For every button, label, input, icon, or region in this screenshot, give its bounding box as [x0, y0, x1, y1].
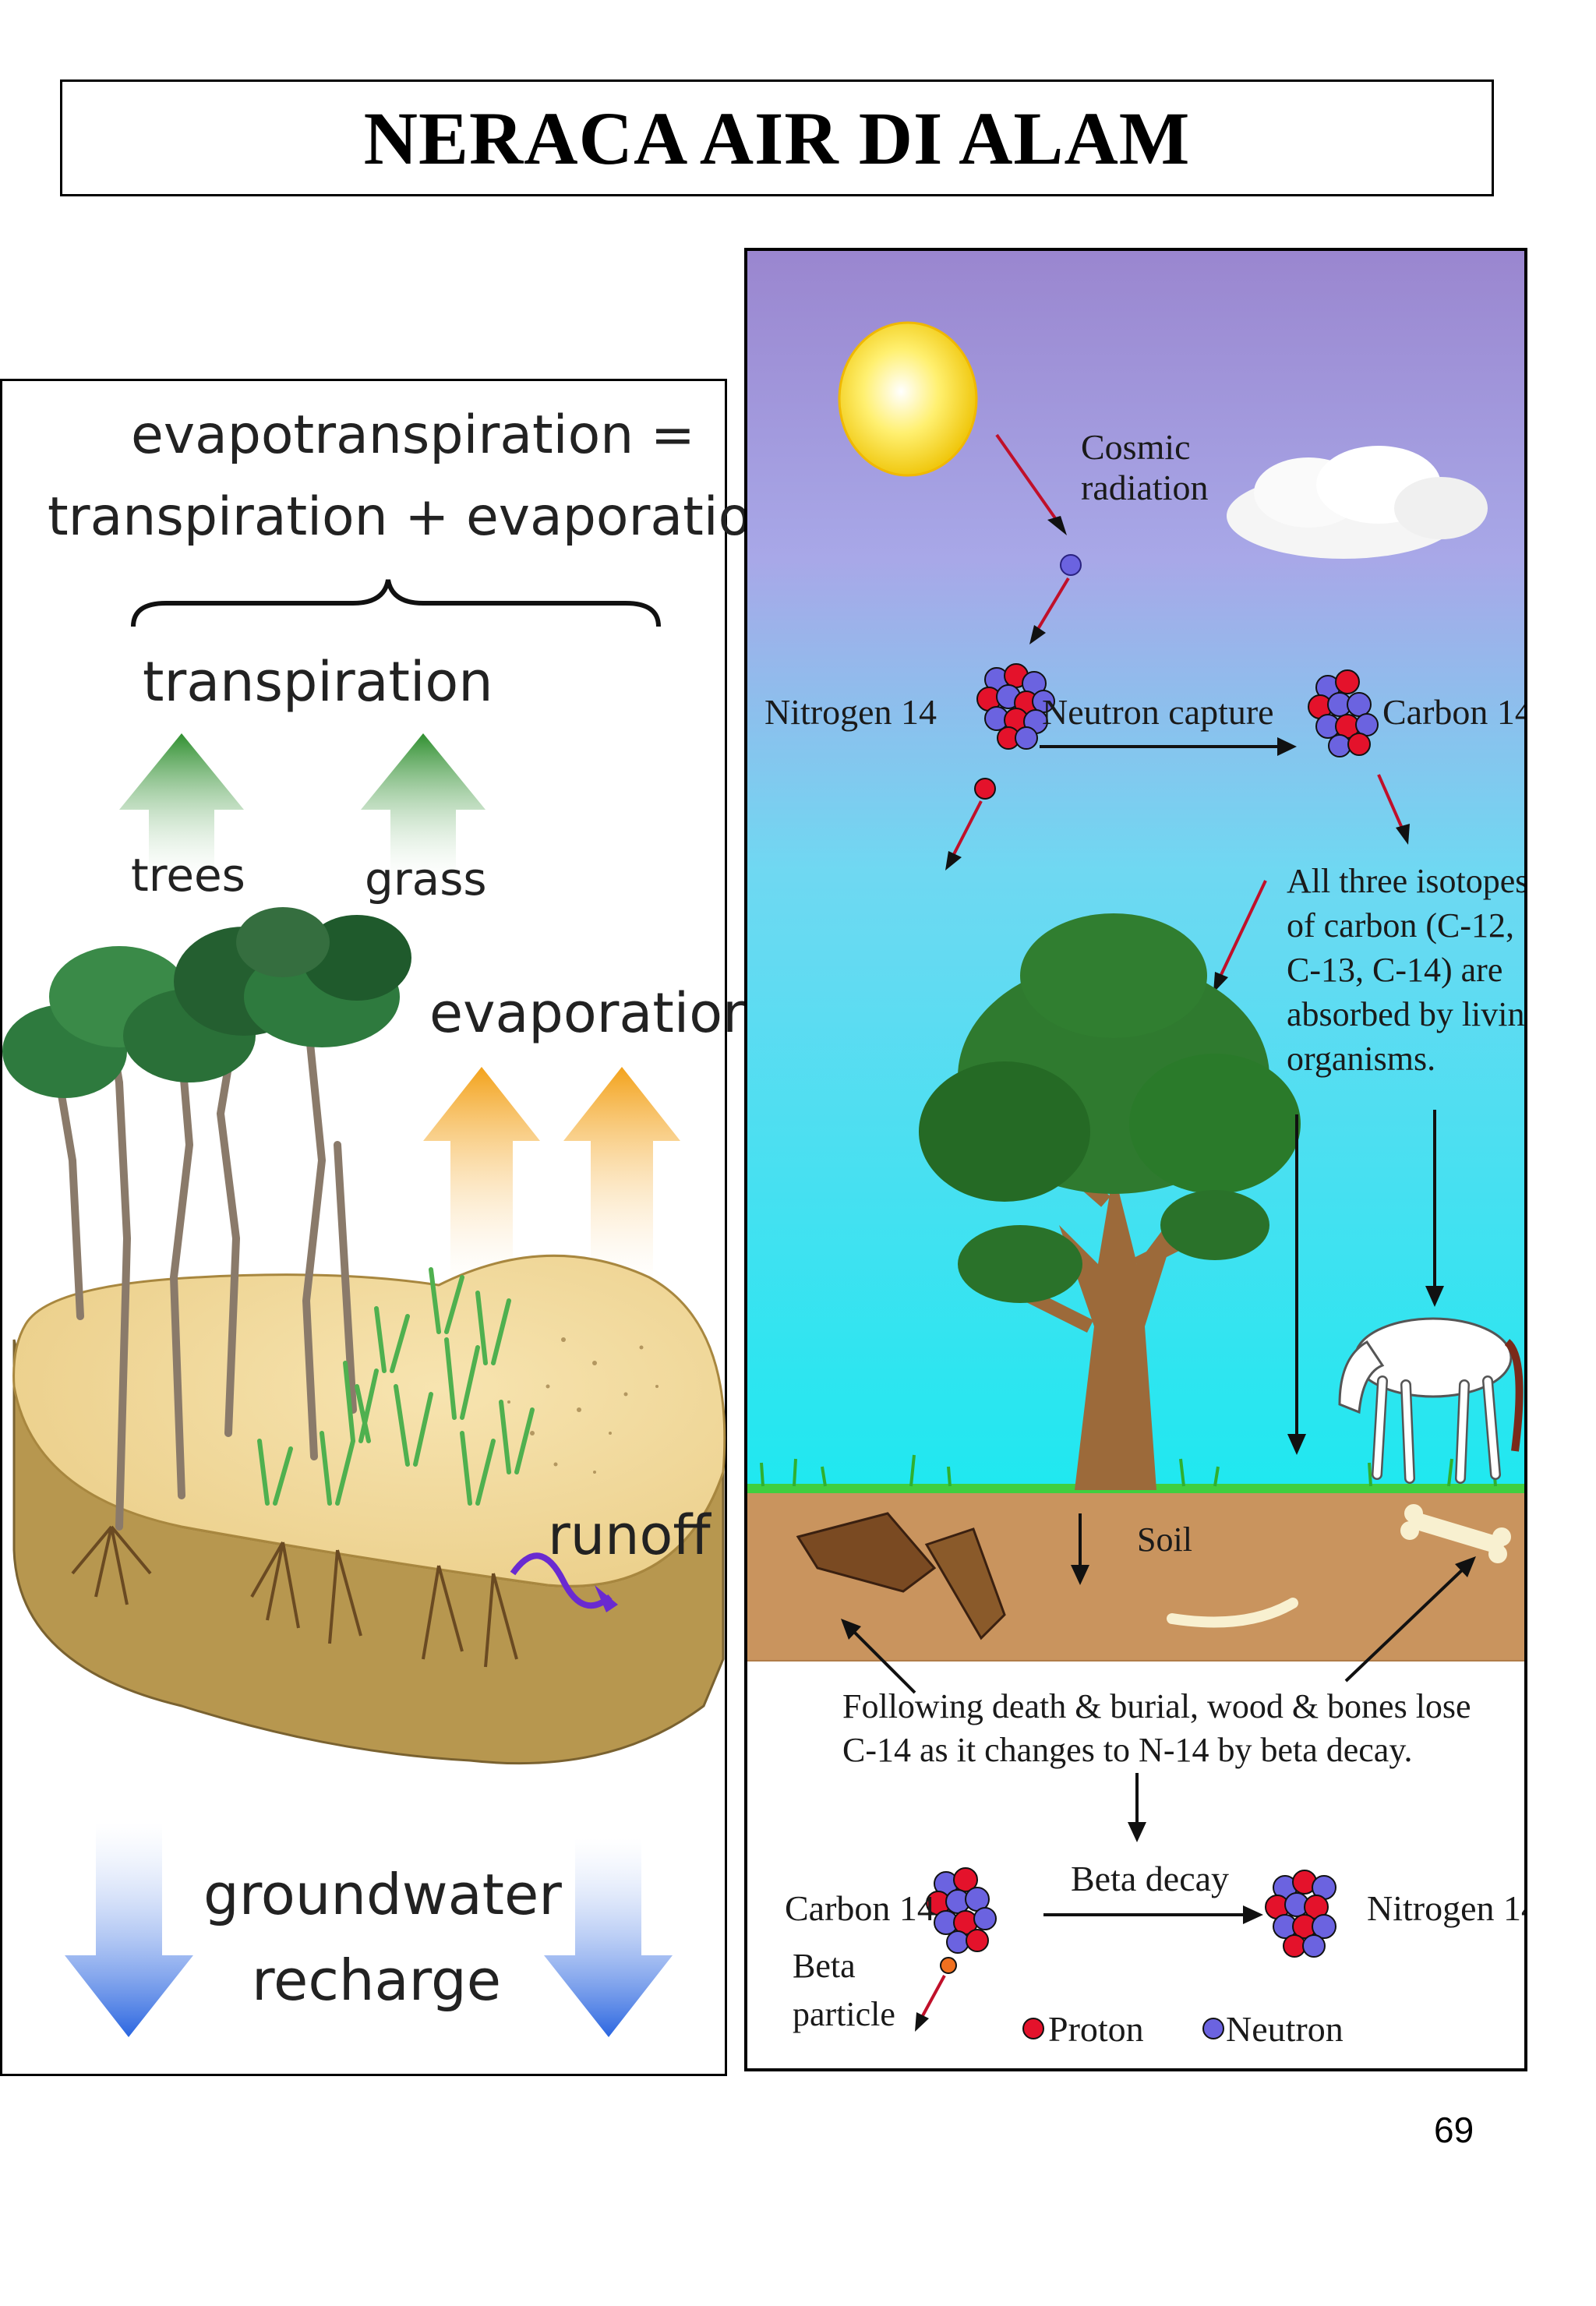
- equation-line-1: evapotranspiration =: [131, 404, 695, 466]
- emitted-proton-icon: [974, 778, 996, 800]
- isotopes-line-1: All three isotopes: [1287, 862, 1527, 900]
- death-burial-label: Following death & burial, wood & bones l…: [842, 1685, 1471, 1772]
- incoming-neutron-icon: [1060, 554, 1082, 576]
- nitrogen14-top-label: Nitrogen 14: [764, 692, 937, 732]
- brace-icon: [131, 579, 661, 627]
- equation-line-2: transpiration + evaporation: [48, 486, 785, 548]
- cosmic-label: Cosmic radiation: [1081, 427, 1209, 508]
- evaporation-label: evaporation: [429, 981, 757, 1045]
- nitrogen14-nucleus-top: [976, 663, 1055, 750]
- groundwater-label: groundwater: [203, 1862, 562, 1927]
- death-line-2: C-14 as it changes to N-14 by beta decay…: [842, 1731, 1413, 1769]
- tree-canopies: [2, 907, 411, 1098]
- bone-icon-1: [1409, 1513, 1504, 1553]
- evaporation-arrow-1: [423, 1067, 540, 1285]
- neutron-legend-label: Neutron: [1226, 2009, 1344, 2049]
- tree-trunk-5: [302, 1040, 327, 1460]
- carbon14-nucleus-bottom: [926, 1867, 997, 1954]
- beta-particle-icon: [940, 1957, 957, 1974]
- nitrogen14-bottom-label: Nitrogen 14: [1367, 1888, 1527, 1928]
- tree-icon: [919, 913, 1301, 1490]
- carbon14-bottom-label: Carbon 14: [785, 1888, 935, 1928]
- runoff-label: runoff: [548, 1503, 711, 1567]
- soil-top: [12, 1254, 726, 1587]
- runoff-arrow-icon: [510, 1552, 613, 1609]
- horse-icon: [1338, 1317, 1524, 1484]
- isotopes-line-3: C-13, C-14) are: [1287, 951, 1503, 989]
- transpiration-label: transpiration: [143, 650, 493, 714]
- carbon14-nucleus-top: [1308, 669, 1379, 757]
- carbon14-top-label: Carbon 14: [1382, 692, 1527, 732]
- evaporation-arrow-2: [563, 1067, 680, 1285]
- trees-label: trees: [131, 849, 245, 902]
- grass-label: grass: [365, 853, 487, 906]
- nitrogen14-nucleus-bottom: [1265, 1870, 1336, 1958]
- isotopes-line-2: of carbon (C-12,: [1287, 906, 1515, 945]
- death-line-1: Following death & burial, wood & bones l…: [842, 1687, 1471, 1725]
- groundwater-arrow-right: [544, 1838, 673, 2037]
- groundwater-arrow-left: [65, 1823, 193, 2037]
- transpiration-arrow-grass: [361, 733, 486, 880]
- carbon14-cycle-diagram: Cosmic radiation Nitrogen 14 Neutron cap…: [744, 248, 1527, 2071]
- beta-line-1: Beta: [793, 1947, 856, 1985]
- isotopes-line-5: organisms.: [1287, 1040, 1436, 1078]
- tree-trunk-3: [169, 1047, 194, 1499]
- tree-trunk-6: [334, 1141, 357, 1414]
- recharge-label: recharge: [252, 1948, 501, 2013]
- proton-legend-label: Proton: [1048, 2009, 1144, 2049]
- cosmic-line-2: radiation: [1081, 468, 1209, 507]
- cloud-icon: [1227, 446, 1488, 559]
- isotopes-label: All three isotopes of carbon (C-12, C-13…: [1287, 859, 1527, 1081]
- page-title: NERACA AIR DI ALAM: [363, 96, 1191, 180]
- page-number: 69: [1434, 2110, 1474, 2150]
- beta-line-2: particle: [793, 1995, 895, 2033]
- beta-decay-label: Beta decay: [1071, 1859, 1230, 1898]
- proton-legend-icon: [1022, 2018, 1044, 2039]
- neutron-capture-label: Neutron capture: [1042, 692, 1274, 732]
- carbon14-illustration: [747, 251, 1524, 2068]
- transpiration-arrow-trees: [119, 733, 244, 880]
- page-title-box: NERACA AIR DI ALAM: [60, 79, 1494, 196]
- neutron-legend-icon: [1202, 2018, 1224, 2039]
- evapotranspiration-diagram: evapotranspiration = transpiration + eva…: [0, 379, 784, 2076]
- evapotranspiration-illustration: [2, 579, 726, 2037]
- tree-trunk-1: [53, 1063, 84, 1320]
- bone-icon-2: [1167, 1598, 1298, 1628]
- beta-particle-label: Beta particle: [793, 1942, 895, 2039]
- sun-icon: [838, 321, 978, 477]
- cosmic-line-1: Cosmic: [1081, 427, 1191, 467]
- isotopes-line-4: absorbed by living: [1287, 995, 1527, 1033]
- soil-label: Soil: [1137, 1520, 1192, 1559]
- wood-icon: [796, 1512, 1006, 1640]
